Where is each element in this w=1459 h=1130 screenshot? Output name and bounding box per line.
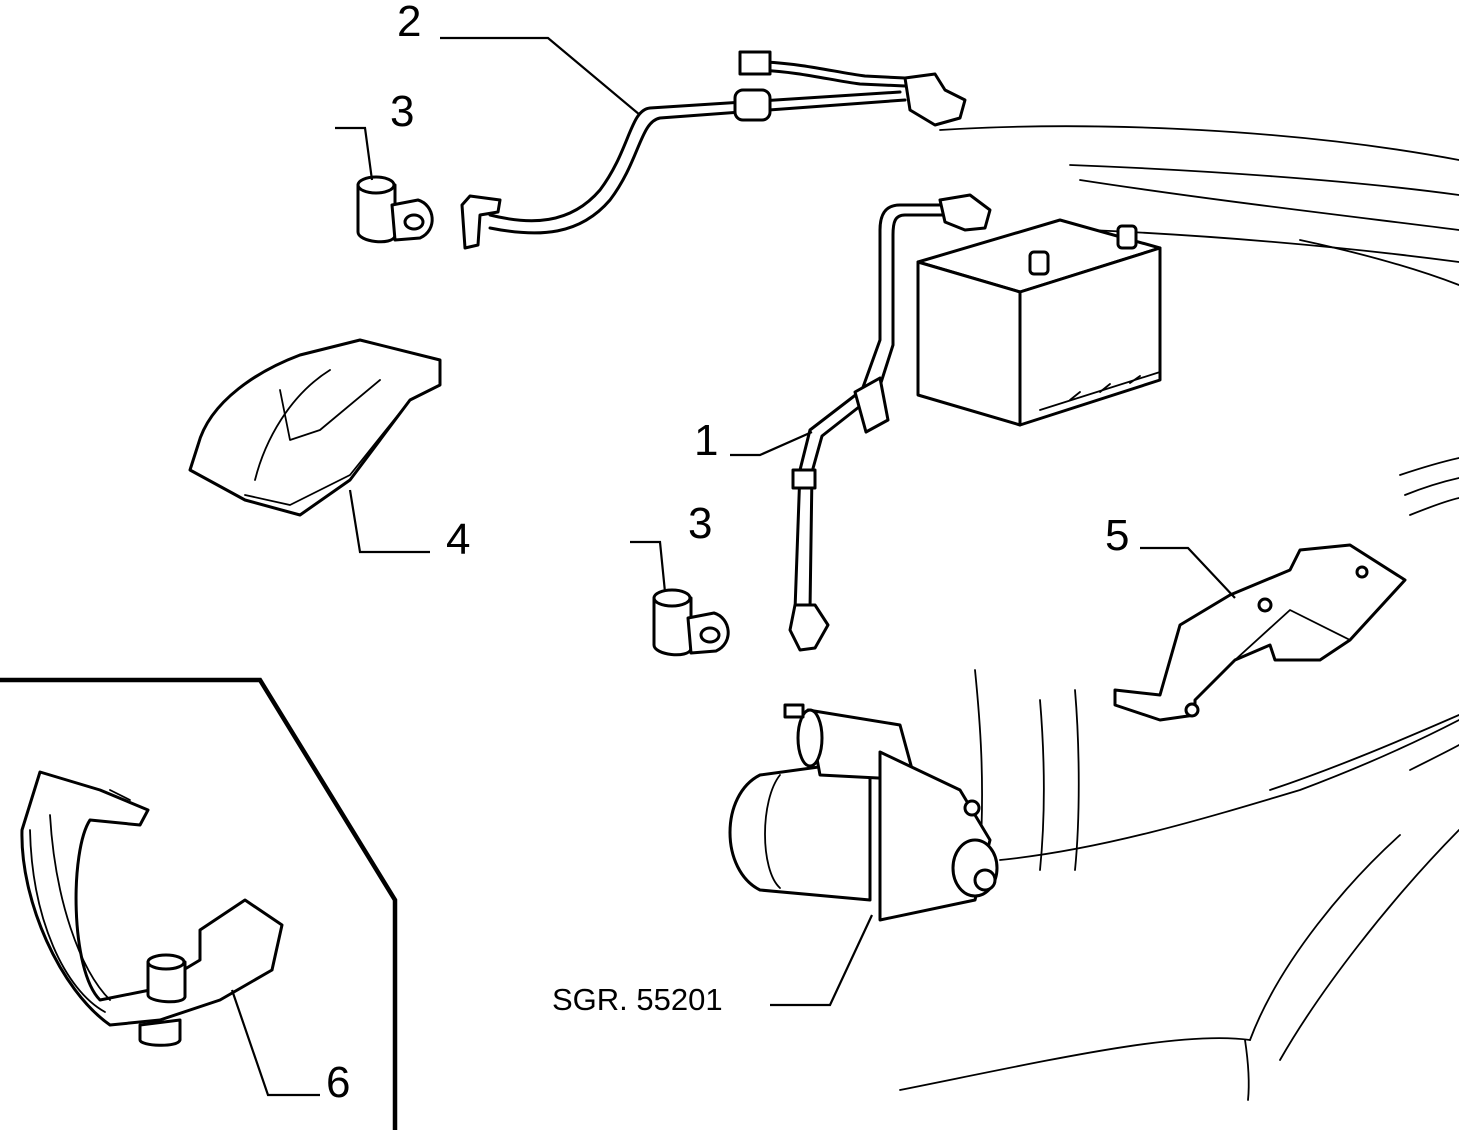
reference-label: SGR. 55201 [552,982,723,1017]
protective-cover [188,338,442,517]
inset-frame [0,677,398,1130]
cable-battery-starter [788,193,992,652]
callout-6: 6 [326,1058,350,1107]
callout-1: 1 [694,416,718,465]
terminal-cap-lower [652,588,730,657]
cable-harness-upper [460,50,967,250]
vehicle-body-outline [899,125,1459,1101]
bracket-right [1113,543,1407,722]
clamp-bracket [20,770,284,1047]
battery [916,218,1162,427]
terminal-cap-upper [356,175,434,244]
callout-3-upper: 3 [390,87,414,136]
starter-motor [728,703,999,922]
callout-4: 4 [446,515,470,564]
leader-lines [230,36,1236,1097]
callout-2: 2 [397,0,421,46]
callout-5: 5 [1105,511,1129,560]
callout-3-lower: 3 [688,499,712,548]
